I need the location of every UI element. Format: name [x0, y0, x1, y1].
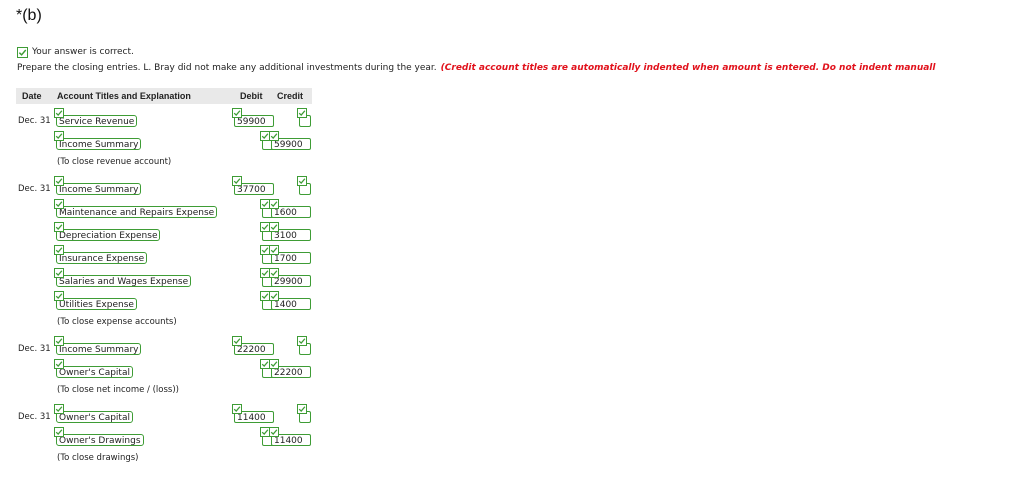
entry-date: Dec. 31 [18, 344, 51, 354]
account-title-field[interactable]: Service Revenue [56, 115, 138, 127]
credit-amount-field[interactable]: 3100 [271, 229, 311, 241]
journal-table-header: Date Account Titles and Explanation Debi… [16, 88, 312, 104]
check-icon [269, 199, 279, 209]
credit-amount-field[interactable]: 1700 [271, 252, 311, 264]
part-label: *(b) [16, 7, 42, 24]
check-icon [269, 245, 279, 255]
credit-amount-field[interactable]: 29900 [271, 275, 311, 287]
check-icon [232, 108, 242, 118]
account-title-field[interactable]: Owner's Capital [56, 366, 133, 378]
header-date: Date [22, 91, 42, 101]
account-title-field[interactable]: Insurance Expense [56, 252, 148, 264]
check-icon [269, 427, 279, 437]
check-icon [54, 176, 64, 186]
check-icon [54, 336, 64, 346]
check-icon [54, 199, 64, 209]
check-icon [54, 131, 64, 141]
check-icon [232, 176, 242, 186]
result-banner: Your answer is correct. [17, 45, 134, 59]
check-icon [269, 222, 279, 232]
account-title-field[interactable]: Income Summary [56, 138, 142, 150]
check-icon [269, 291, 279, 301]
entry-date: Dec. 31 [18, 184, 51, 194]
result-text: Your answer is correct. [32, 47, 134, 57]
check-icon [54, 245, 64, 255]
entry-explanation: (To close drawings) [57, 453, 139, 463]
header-debit: Debit [240, 91, 263, 101]
credit-amount-field[interactable]: 22200 [271, 366, 311, 378]
check-icon [232, 404, 242, 414]
warning-text: (Credit account titles are automatically… [440, 63, 936, 73]
debit-amount-field[interactable]: 59900 [234, 115, 274, 127]
credit-amount-field[interactable]: 1400 [271, 298, 311, 310]
check-icon [269, 268, 279, 278]
entry-explanation: (To close expense accounts) [57, 317, 177, 327]
check-icon [297, 336, 307, 346]
credit-amount-field[interactable]: 1600 [271, 206, 311, 218]
entry-explanation: (To close revenue account) [57, 157, 172, 167]
entry-date: Dec. 31 [18, 116, 51, 126]
entry-date: Dec. 31 [18, 412, 51, 422]
check-icon [297, 404, 307, 414]
check-icon [54, 268, 64, 278]
debit-amount-field[interactable]: 22200 [234, 343, 274, 355]
account-title-field[interactable]: Owner's Capital [56, 411, 133, 423]
check-icon [269, 359, 279, 369]
credit-amount-field[interactable]: 59900 [271, 138, 311, 150]
check-icon [269, 131, 279, 141]
account-title-field[interactable]: Maintenance and Repairs Expense [56, 206, 218, 218]
check-icon [54, 404, 64, 414]
account-title-field[interactable]: Income Summary [56, 343, 142, 355]
debit-amount-field[interactable]: 37700 [234, 183, 274, 195]
check-icon [54, 222, 64, 232]
credit-amount-field[interactable]: 11400 [271, 434, 311, 446]
entry-explanation: (To close net income / (loss)) [57, 385, 179, 395]
check-icon [54, 291, 64, 301]
check-icon [297, 108, 307, 118]
check-icon [54, 108, 64, 118]
instruction-line: Prepare the closing entries. L. Bray did… [17, 63, 935, 73]
account-title-field[interactable]: Income Summary [56, 183, 142, 195]
header-credit: Credit [277, 91, 304, 101]
instruction-text: Prepare the closing entries. L. Bray did… [17, 63, 437, 73]
check-icon [54, 359, 64, 369]
account-title-field[interactable]: Depreciation Expense [56, 229, 161, 241]
debit-amount-field[interactable]: 11400 [234, 411, 274, 423]
account-title-field[interactable]: Owner's Drawings [56, 434, 144, 446]
account-title-field[interactable]: Salaries and Wages Expense [56, 275, 192, 287]
header-account: Account Titles and Explanation [57, 91, 191, 101]
check-icon [54, 427, 64, 437]
account-title-field[interactable]: Utilities Expense [56, 298, 137, 310]
checkmark-icon [17, 46, 28, 58]
check-icon [232, 336, 242, 346]
check-icon [297, 176, 307, 186]
